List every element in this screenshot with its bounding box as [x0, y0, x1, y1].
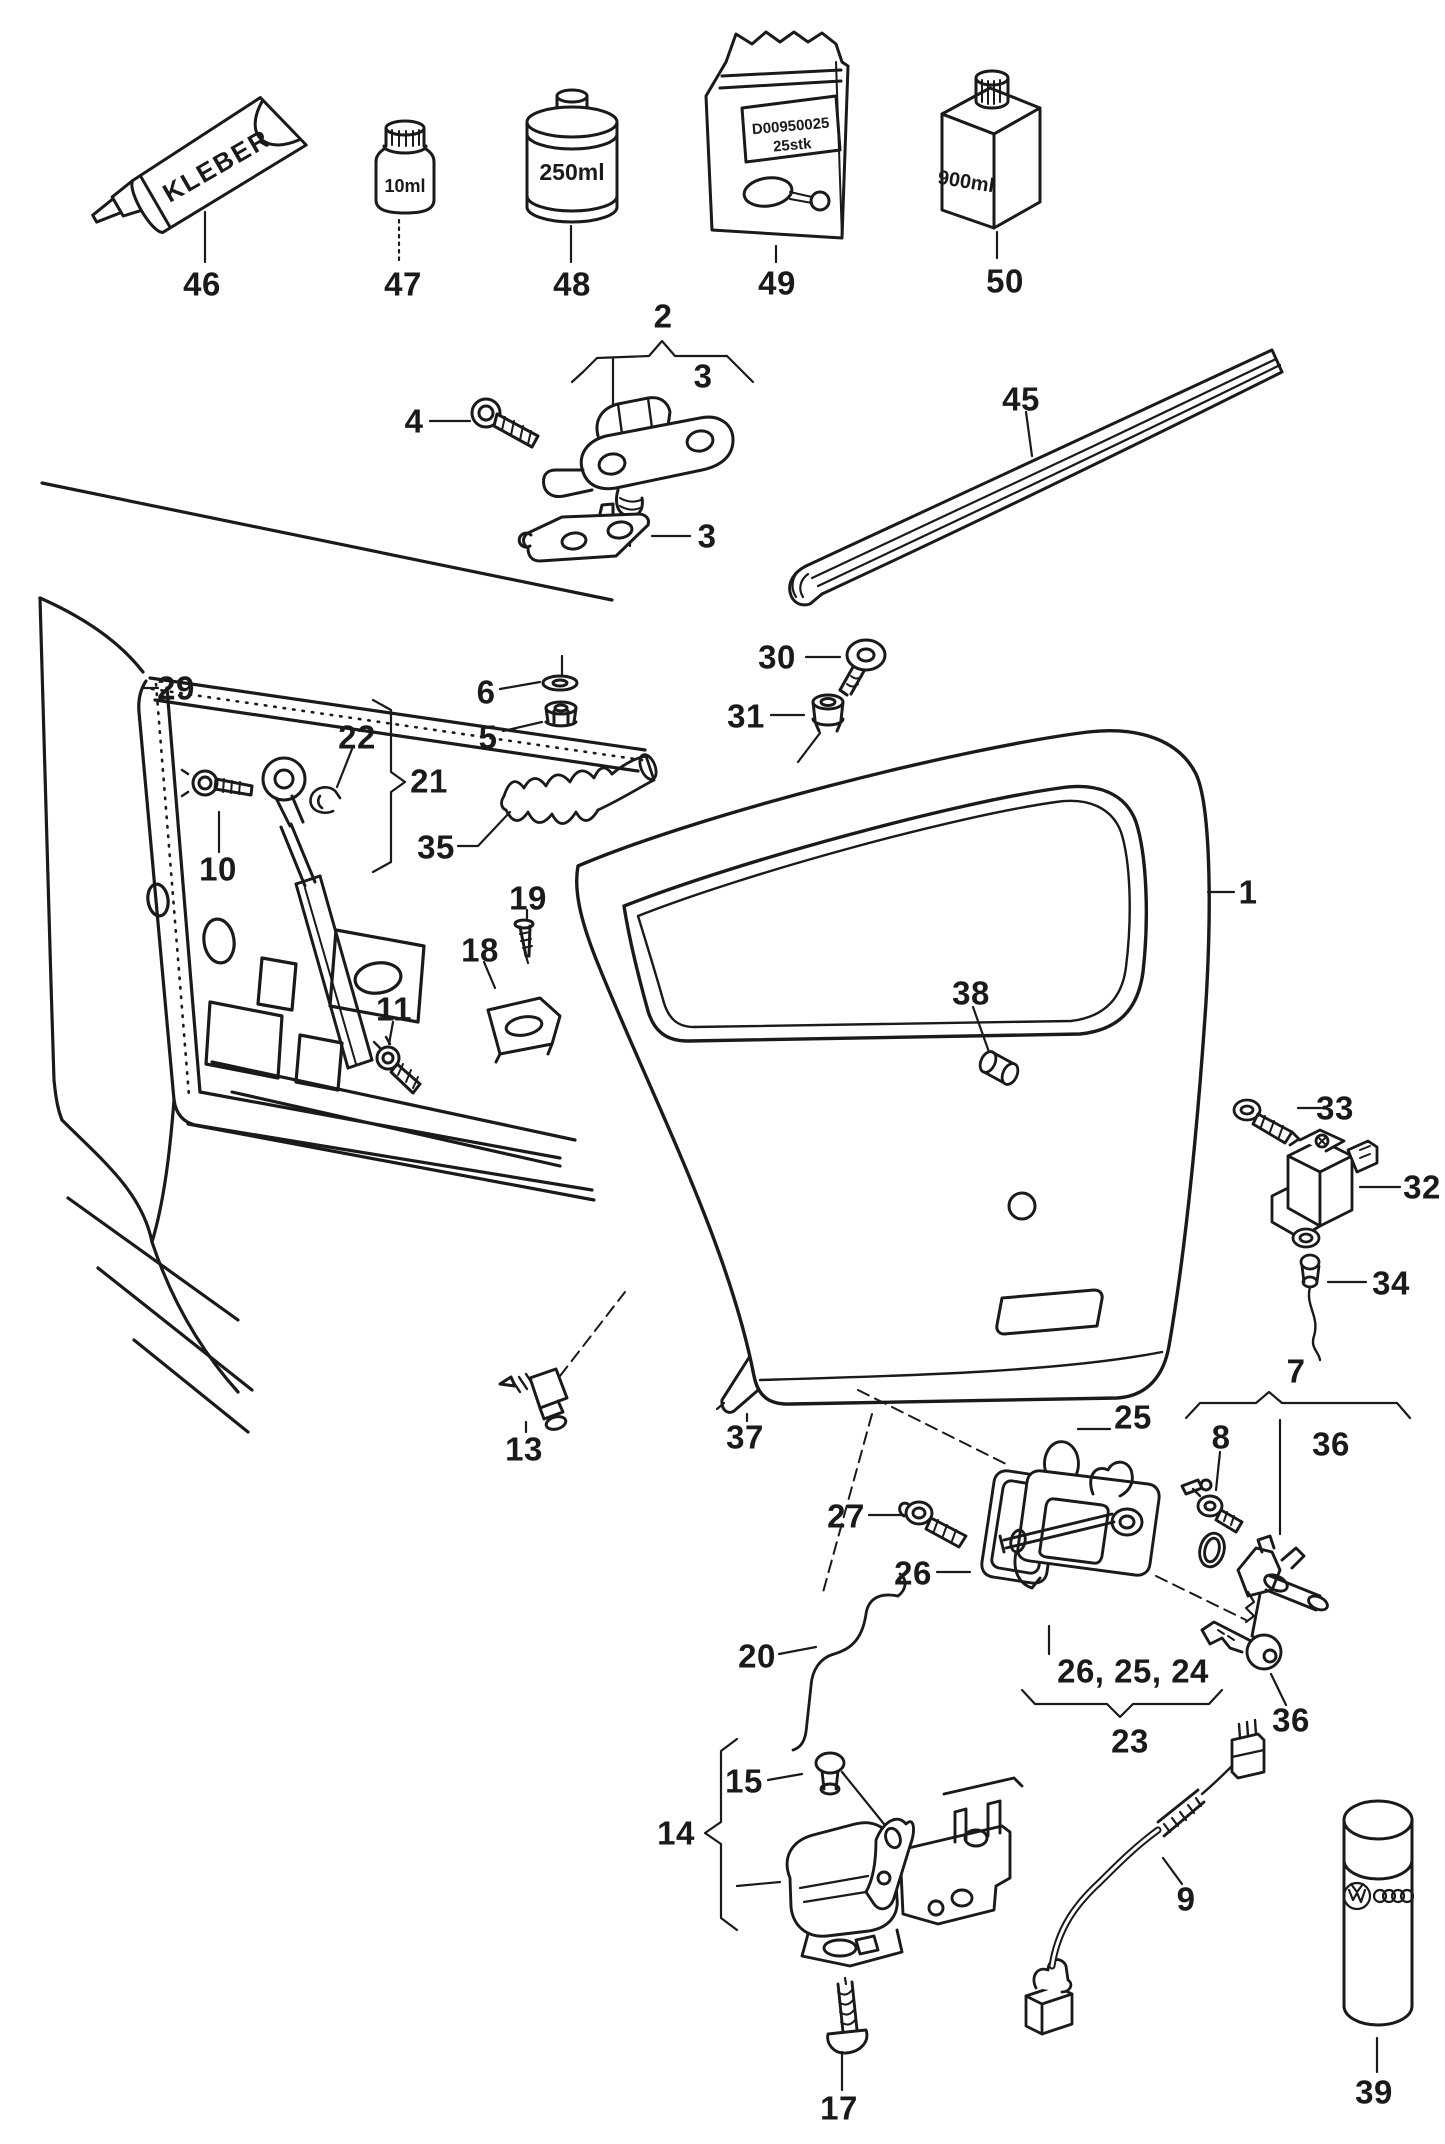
audi-rings-icon [1372, 1888, 1415, 1904]
callout-45: 45 [1002, 380, 1040, 418]
callout-2: 2 [653, 297, 673, 335]
callout-1: 1 [1238, 873, 1258, 911]
lock-group-14 [785, 1751, 1024, 2055]
glue-tube-46: KLEBER [91, 96, 308, 234]
callout-34: 34 [1372, 1264, 1410, 1302]
wiring-harness-9 [1024, 1718, 1266, 2036]
ball-stud-10 [180, 768, 254, 798]
contact-switch-13 [498, 1367, 569, 1431]
callout-38: 38 [952, 974, 990, 1012]
callout-35: 35 [417, 828, 455, 866]
o-ring-24 [1198, 1531, 1226, 1569]
callout-9: 9 [1176, 1880, 1196, 1918]
callout-13: 13 [505, 1430, 543, 1468]
screw-17 [826, 1976, 869, 2055]
hinge-plate-3 [517, 502, 650, 563]
callout-5: 5 [478, 718, 498, 756]
callout-6: 6 [476, 673, 496, 711]
callout-50: 50 [986, 262, 1024, 300]
key-36 [1200, 1620, 1283, 1671]
hinge-screw-4 [470, 397, 540, 449]
callout-22: 22 [338, 718, 376, 756]
callout-3: 3 [697, 517, 717, 555]
grommet-15 [814, 1751, 886, 1826]
callout-20: 20 [738, 1637, 776, 1675]
lock-mechanism [785, 1776, 1024, 1968]
callout-11: 11 [376, 990, 412, 1028]
callout-4: 4 [404, 402, 424, 440]
callout-36: 36 [1272, 1701, 1310, 1739]
screw-27 [898, 1500, 968, 1549]
callout-37: 37 [726, 1418, 764, 1456]
washer-6-nut-5 [541, 654, 579, 728]
callout-23: 23 [1111, 1722, 1149, 1760]
callout-36: 36 [1312, 1425, 1350, 1463]
callout-17: 17 [820, 2089, 858, 2127]
switch-cable-34 [1299, 1253, 1322, 1362]
vw-logo-icon [1342, 1881, 1372, 1911]
alignment-dash-lines [559, 1291, 1247, 1621]
plug-38 [978, 1050, 1020, 1086]
lock-cylinder-36 [1236, 1534, 1329, 1644]
callout-15: 15 [725, 1762, 763, 1800]
callout-49: 49 [758, 264, 796, 302]
callout-7: 7 [1286, 1352, 1306, 1390]
callout-32: 32 [1403, 1168, 1441, 1206]
callout-47: 47 [384, 265, 422, 303]
bag-code-label: D00950025 [751, 115, 830, 139]
bottle-47-label: 10ml [384, 176, 425, 196]
callout-25: 25 [1114, 1398, 1152, 1436]
bag-qty-label: 25stk [772, 135, 812, 155]
callout-30: 30 [758, 638, 796, 676]
expanding-nut-31 [796, 693, 845, 764]
round-can-48-label: 250ml [539, 159, 604, 185]
callout-10: 10 [199, 850, 237, 888]
striker-18 [486, 996, 562, 1064]
callout-33: 33 [1316, 1089, 1354, 1127]
stud-8 [1191, 1487, 1244, 1534]
ball-stud-screw-11 [372, 1035, 422, 1095]
callout-46: 46 [183, 265, 221, 303]
callout-39: 39 [1355, 2073, 1393, 2111]
tailgate-1 [575, 729, 1211, 1406]
screw-33 [1232, 1098, 1301, 1147]
handle-lock-cylinder-group [898, 1440, 1329, 1671]
callout-48: 48 [553, 265, 591, 303]
lock-actuator-group [1232, 1098, 1379, 1362]
cable-boot-35 [500, 753, 658, 825]
actuator-32 [1270, 1128, 1379, 1249]
bottle-47: 10ml [374, 119, 436, 215]
round-can-48: 250ml [525, 88, 619, 224]
callout-19: 19 [509, 879, 547, 917]
handle-body [998, 1460, 1213, 1590]
gas-strut-group-21 [180, 756, 374, 1070]
screw-30 [838, 638, 887, 697]
screw-19 [513, 918, 535, 965]
callout-26-25-24: 26, 25, 24 [1057, 1652, 1209, 1690]
callout-14: 14 [657, 1814, 695, 1852]
hinge-assembly-2 [470, 396, 735, 563]
hinge-body [542, 396, 735, 548]
callout-26: 26 [894, 1554, 932, 1592]
callout-27: 27 [827, 1497, 865, 1535]
leader-lines [140, 210, 1412, 2092]
strut-body [261, 756, 374, 1070]
callout-31: 31 [727, 697, 765, 735]
callout-18: 18 [461, 931, 499, 969]
release-rod-20 [791, 1572, 907, 1752]
clip-22 [309, 786, 342, 815]
bag-49: D00950025 25stk [704, 30, 850, 240]
callout-21: 21 [410, 762, 448, 800]
spray-can-39 [1342, 1799, 1415, 2027]
callout-3: 3 [693, 357, 713, 395]
callout-29: 29 [157, 669, 195, 707]
large-can-50: 900ml [936, 69, 1042, 230]
callout-8: 8 [1211, 1418, 1231, 1456]
rear-spoiler-45 [788, 348, 1284, 607]
